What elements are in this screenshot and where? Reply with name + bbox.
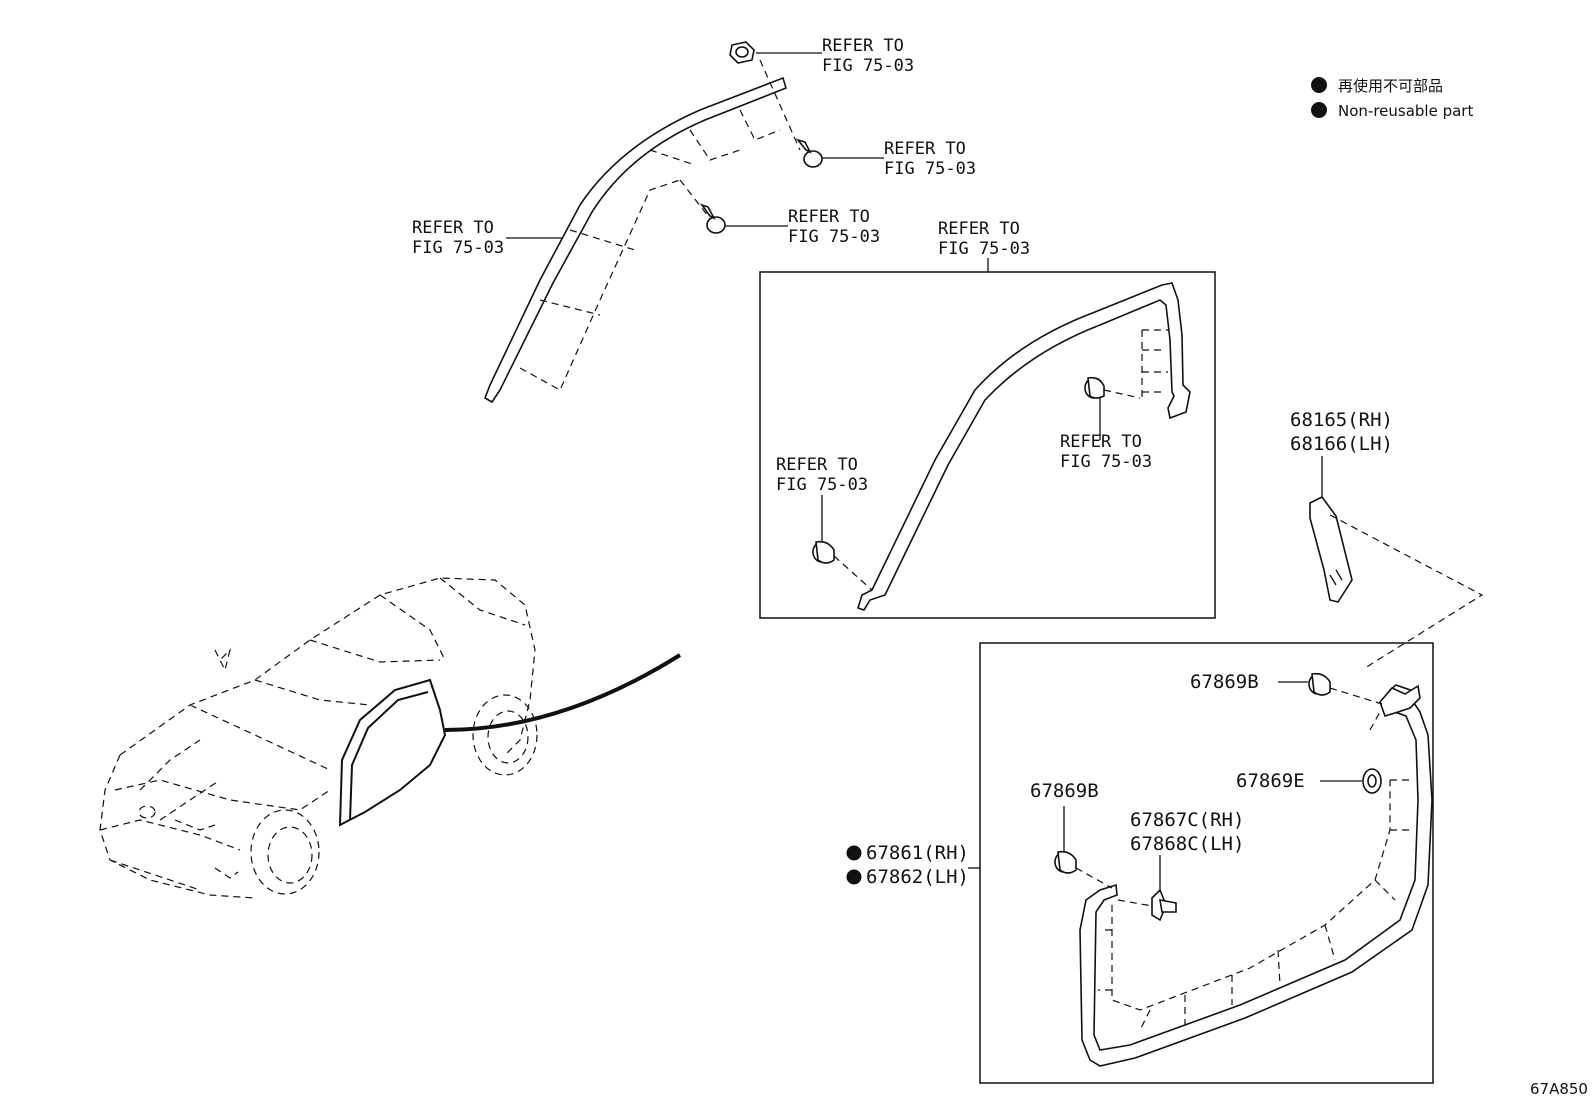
clip-67867c bbox=[1151, 888, 1177, 922]
car-hood bbox=[114, 739, 331, 821]
ref-box-inner-line1: REFER TO bbox=[1060, 432, 1142, 452]
car-front-wheel bbox=[250, 809, 320, 895]
filled-circle-icon bbox=[846, 845, 862, 861]
car-illustration bbox=[99, 577, 682, 899]
seal-dashes bbox=[1329, 514, 1484, 669]
ref-pillar-left-line1: REFER TO bbox=[412, 218, 494, 238]
part-67869b-top-label: 67869B bbox=[1190, 671, 1259, 693]
door-weatherstrip bbox=[1079, 684, 1433, 1067]
ref-nut-line1: REFER TO bbox=[822, 36, 904, 56]
molding-attach-dashes bbox=[519, 59, 801, 391]
ref-clip-top-line1: REFER TO bbox=[884, 139, 966, 159]
ref-pillar-left-line2: FIG 75-03 bbox=[412, 238, 504, 258]
part-68166-label: 68166(LH) bbox=[1290, 433, 1393, 455]
car-door-opening bbox=[338, 678, 447, 827]
car-headlight bbox=[174, 819, 239, 879]
diagram-code: 67A850 bbox=[1530, 1080, 1588, 1098]
frame-clip-inner bbox=[1084, 376, 1105, 399]
part-67869e-label: 67869E bbox=[1236, 770, 1305, 792]
ref-box-top-line1: REFER TO bbox=[938, 219, 1020, 239]
strip-inner-dashes bbox=[1098, 711, 1412, 1031]
car-rear-wheel bbox=[472, 694, 538, 776]
car-body-outline bbox=[99, 577, 536, 899]
clip-67869b-top bbox=[1308, 672, 1331, 696]
ref-clip-mid-line1: REFER TO bbox=[788, 207, 870, 227]
door-frame-weatherstrip bbox=[857, 282, 1191, 611]
legend-jp: 再使用不可部品 bbox=[1338, 77, 1443, 95]
screw-clip-mid bbox=[699, 203, 726, 234]
filled-circle-icon bbox=[1311, 102, 1327, 118]
ref-nut-line2: FIG 75-03 bbox=[822, 56, 914, 76]
clip-67869b-left bbox=[1054, 850, 1077, 874]
legend: 再使用不可部品 Non-reusable part bbox=[1311, 77, 1473, 120]
part-68165-label: 68165(RH) bbox=[1290, 409, 1393, 431]
part-67868c-label: 67868C(LH) bbox=[1130, 833, 1244, 855]
ref-box-top-line2: FIG 75-03 bbox=[938, 239, 1030, 259]
ref-clip-mid-line2: FIG 75-03 bbox=[788, 227, 880, 247]
part-67861-label: 67861(RH) bbox=[866, 842, 969, 864]
ref-box-left-line1: REFER TO bbox=[776, 455, 858, 475]
roof-molding-group: REFER TO FIG 75-03 REFER TO FIG 75-03 RE… bbox=[412, 36, 976, 404]
roof-side-molding bbox=[484, 76, 787, 404]
filled-circle-icon bbox=[1311, 77, 1327, 93]
part-67867c-label: 67867C(RH) bbox=[1130, 809, 1244, 831]
part-67869b-left-label: 67869B bbox=[1030, 780, 1099, 802]
frame-inner-dashes bbox=[1141, 329, 1168, 400]
nut-part bbox=[729, 41, 755, 64]
legend-en: Non-reusable part bbox=[1338, 102, 1473, 120]
clip-67869e bbox=[1362, 768, 1382, 794]
corner-seal-part bbox=[1309, 495, 1353, 603]
door-frame-box: REFER TO FIG 75-03 REFER TO FIG 75-03 RE… bbox=[759, 219, 1216, 619]
filled-circle-icon bbox=[846, 869, 862, 885]
part-67862-label: 67862(LH) bbox=[866, 866, 969, 888]
ref-box-left-line2: FIG 75-03 bbox=[776, 475, 868, 495]
frame-clip-left bbox=[812, 540, 835, 564]
door-weatherstrip-box: 67869B 67869E 67869B 67867C(RH) 67868C(L… bbox=[846, 642, 1434, 1084]
ref-clip-top-line2: FIG 75-03 bbox=[884, 159, 976, 179]
part-leader-curve bbox=[444, 653, 682, 732]
screw-clip-top bbox=[795, 138, 823, 168]
part-68165-group: 68165(RH) 68166(LH) bbox=[1290, 409, 1484, 669]
strip-tab bbox=[1379, 684, 1421, 717]
ref-box-inner-line2: FIG 75-03 bbox=[1060, 452, 1152, 472]
